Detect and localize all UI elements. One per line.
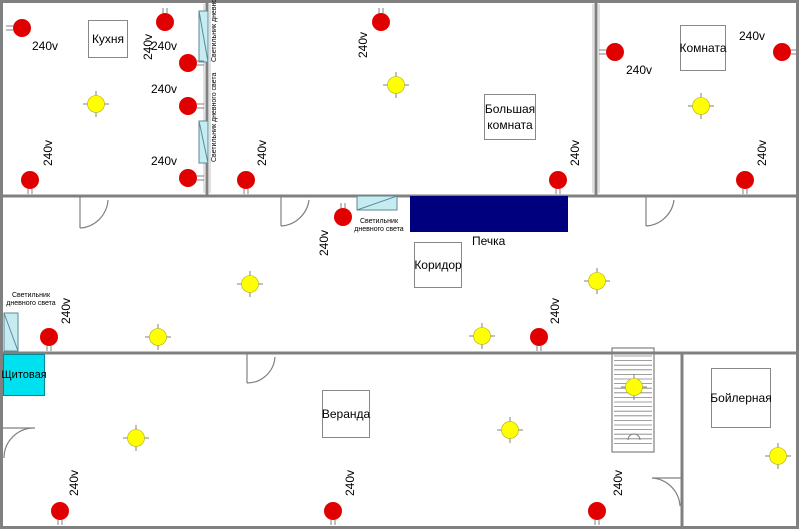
ceiling-lamp-icon (497, 417, 523, 443)
socket-240v-icon (237, 171, 255, 194)
voltage-label: 240v (255, 139, 269, 166)
socket-240v-icon (372, 8, 390, 31)
voltage-label: 240v (611, 469, 625, 496)
voltage-label: 240v (41, 139, 55, 166)
ceiling-lamp-icon (123, 425, 149, 451)
voltage-label: 240v (151, 82, 178, 96)
ceiling-lamps (83, 72, 791, 469)
fluorescent-label-corridor: Светильник дневного света (354, 218, 404, 233)
voltage-label: 240v (151, 154, 178, 168)
room-label-corridor: Коридор (414, 242, 462, 288)
socket-240v-icon (51, 502, 69, 525)
socket-240v-icon (156, 8, 174, 31)
room-label-kitchen: Кухня (88, 20, 128, 58)
socket-240v-icon (6, 19, 31, 37)
ceiling-lamp-icon (383, 72, 409, 98)
socket-240v-icon (736, 171, 754, 194)
ceiling-lamp-icon (145, 324, 171, 350)
room-label-room: Комната (680, 25, 727, 71)
stove-label: Печка (472, 234, 506, 248)
fluorescent-lights (3, 10, 398, 352)
socket-240v-icon (324, 502, 342, 525)
voltage-label: 240v (626, 63, 653, 77)
ceiling-lamp-icon (469, 323, 495, 349)
voltage-label: 240v (59, 297, 73, 324)
voltage-label: 240v (32, 39, 59, 53)
sockets (6, 8, 798, 525)
doors (3, 196, 682, 507)
ceiling-lamp-icon (765, 443, 791, 469)
stove (410, 196, 568, 232)
voltage-label: 240v (739, 29, 766, 43)
voltage-label: 240v (755, 139, 769, 166)
room-label-veranda: Веранда (322, 390, 370, 438)
fluorescent-label-west: Светильник дневного света (6, 292, 56, 307)
socket-240v-icon (179, 169, 204, 187)
socket-240v-icon (773, 43, 798, 61)
voltage-label: 240v (67, 469, 81, 496)
ceiling-lamp-icon (688, 93, 714, 119)
voltage-label: 240v (548, 297, 562, 324)
electrical-panel: Щитовая (1, 354, 47, 396)
voltage-label: 240v (151, 39, 178, 53)
ceiling-lamp-icon (83, 91, 109, 117)
voltage-label: 240v (356, 31, 370, 58)
voltage-label: 240v (317, 229, 331, 256)
voltage-label: 240v (343, 469, 357, 496)
socket-240v-icon (40, 328, 58, 351)
socket-240v-icon (530, 328, 548, 351)
socket-240v-icon (599, 43, 624, 61)
socket-240v-icon (21, 171, 39, 194)
ceiling-lamp-icon (621, 374, 647, 400)
fluorescent-label-kitchen-top: Светильник дневного света (211, 0, 218, 62)
socket-240v-icon (549, 171, 567, 194)
socket-240v-icon (179, 97, 204, 115)
socket-240v-icon (334, 203, 352, 226)
fluorescent-label-kitchen-bottom: Светильник дневного света (211, 72, 218, 162)
voltage-label: 240v (568, 139, 582, 166)
room-label-boiler: Бойлерная (710, 368, 772, 428)
socket-240v-icon (179, 54, 204, 72)
socket-240v-icon (588, 502, 606, 525)
ceiling-lamp-icon (237, 271, 263, 297)
room-label-big-room: Большая комната (484, 94, 536, 140)
ceiling-lamp-icon (584, 268, 610, 294)
stairs (611, 347, 655, 453)
